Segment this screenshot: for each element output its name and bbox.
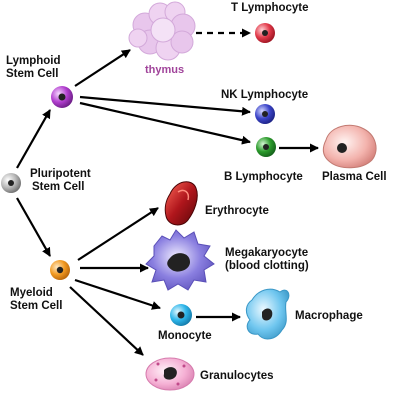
- plasma-cell: [322, 124, 377, 169]
- plasma-cell-label: Plasma Cell: [322, 171, 387, 183]
- thymus-illustration: [128, 1, 196, 61]
- lymphoid-stem-cell: [51, 86, 73, 108]
- myeloid-label-line2: Stem Cell: [10, 300, 63, 312]
- arrow-pluripotent-to-myeloid: [16, 197, 51, 257]
- lymphoid-label-line2: Stem Cell: [6, 68, 59, 80]
- arrow-myeloid-to-granulocytes: [69, 286, 144, 356]
- macrophage-label: Macrophage: [295, 310, 363, 322]
- arrow-pluripotent-to-lymphoid: [16, 109, 51, 169]
- t-lymphocyte-cell: [255, 23, 275, 43]
- granulocytes-cell: [145, 357, 195, 391]
- myeloid-stem-cell-label: Myeloid Stem Cell: [10, 287, 62, 313]
- arrow-myeloid-to-erythrocyte: [77, 207, 159, 261]
- megakaryocyte-cell: [145, 229, 215, 291]
- arrow-lymphoid-to-nk: [79, 95, 251, 116]
- b-lymphocyte-cell: [256, 137, 276, 157]
- megakaryocyte-label: Megakaryocyte (blood clotting): [225, 247, 309, 273]
- myeloid-label-line1: Myeloid: [10, 287, 53, 299]
- arrows: [16, 28, 319, 356]
- arrow-lymphoid-to-thymus: [74, 49, 131, 87]
- monocyte-label: Monocyte: [158, 330, 212, 342]
- megakaryocyte-label-line2: (blood clotting): [225, 260, 309, 272]
- nk-lymphocyte-cell: [255, 104, 275, 124]
- thymus-label: thymus: [145, 64, 185, 76]
- erythrocyte-cell: [164, 181, 198, 226]
- lymphoid-stem-cell-label: Lymphoid Stem Cell: [6, 55, 61, 81]
- pluripotent-stem-cell-label: Pluripotent Stem Cell: [30, 168, 91, 194]
- monocyte-cell: [170, 304, 192, 326]
- pluripotent-label-line2: Stem Cell: [32, 181, 85, 193]
- arrow-lymphoid-to-b: [79, 101, 251, 145]
- arrow-myeloid-to-monocyte: [74, 278, 161, 310]
- pluripotent-stem-cell: [1, 173, 21, 193]
- t-lymphocyte-label: T Lymphocyte: [231, 2, 309, 14]
- b-lymphocyte-label: B Lymphocyte: [224, 171, 303, 183]
- erythrocyte-label: Erythrocyte: [205, 205, 269, 217]
- megakaryocyte-label-line1: Megakaryocyte: [225, 247, 309, 259]
- pluripotent-label-line1: Pluripotent: [30, 168, 91, 180]
- nk-lymphocyte-label: NK Lymphocyte: [221, 89, 309, 101]
- lymphoid-label-line1: Lymphoid: [6, 55, 61, 67]
- granulocytes-label: Granulocytes: [200, 370, 274, 382]
- macrophage-cell: [245, 288, 290, 340]
- myeloid-stem-cell: [50, 260, 70, 280]
